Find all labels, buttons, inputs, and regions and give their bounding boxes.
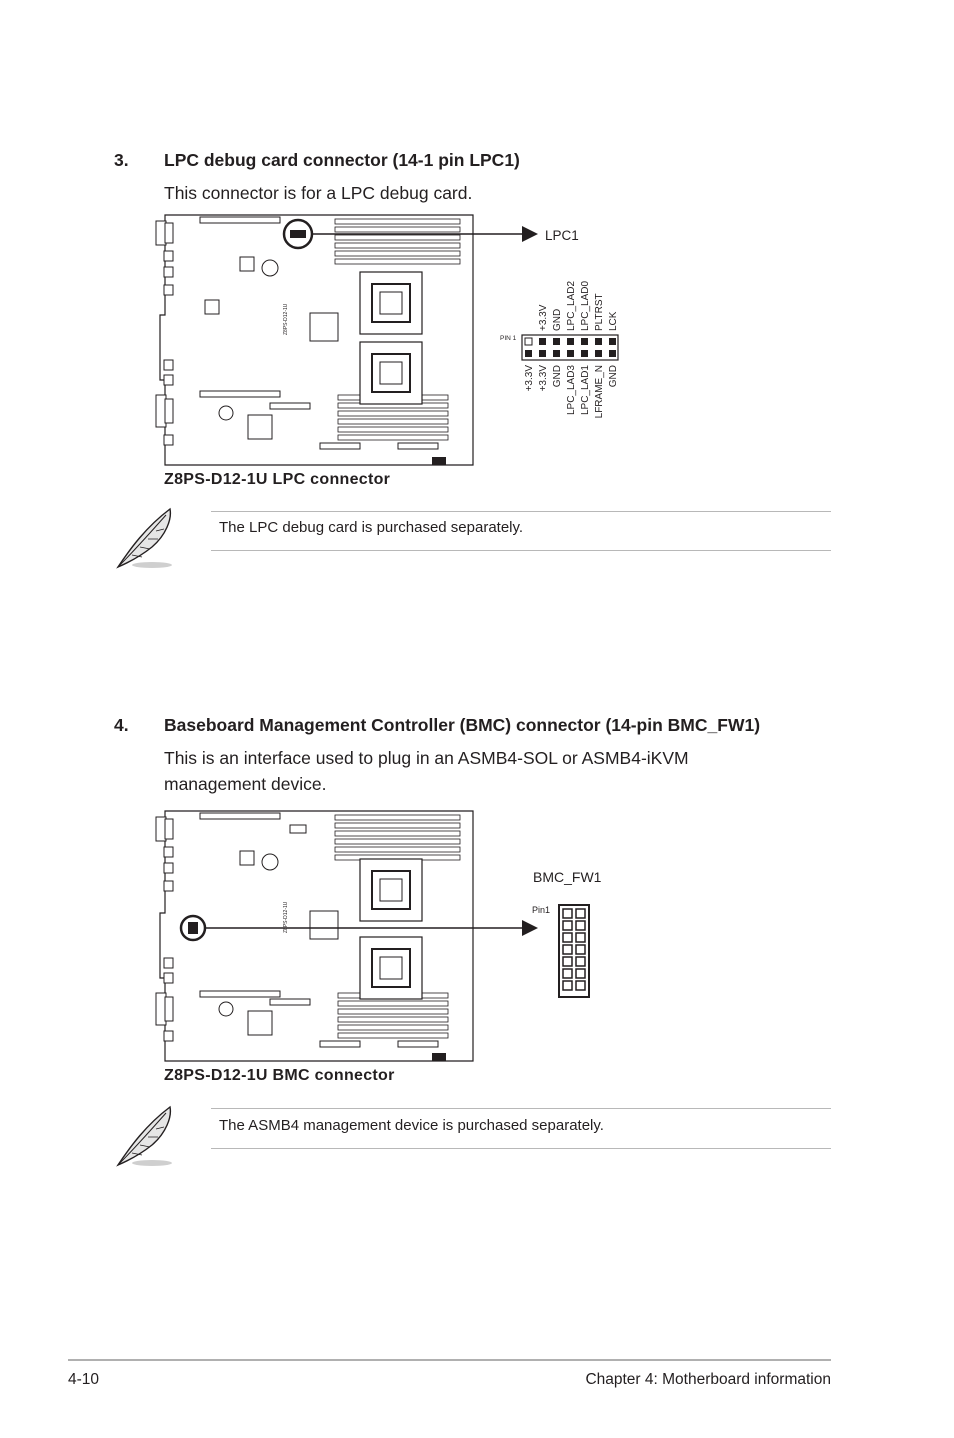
pin-label-top-3: LPC_LAD0 — [580, 281, 591, 331]
pin-label-bottom-5: LFRAME_N — [594, 365, 605, 418]
cpu-socket-2 — [359, 341, 423, 405]
section-4-description-line-2: management device. — [164, 774, 327, 794]
note-2-bottom-rule — [211, 1148, 831, 1149]
note-1-bottom-rule — [211, 550, 831, 551]
section-4-title: Baseboard Management Controller (BMC) co… — [164, 715, 761, 735]
pin-label-top-2: LPC_LAD2 — [566, 281, 577, 331]
section-3-title: LPC debug card connector (14-1 pin LPC1) — [164, 150, 520, 170]
footer-rule — [68, 1359, 831, 1361]
section-4-description-line-1: This is an interface used to plug in an … — [164, 748, 689, 768]
bmc-fw1-label: BMC_FW1 — [533, 869, 602, 885]
pin-label-top-5: LCK — [608, 311, 619, 331]
lpc1-pin-header — [521, 334, 619, 361]
section-3-description: This connector is for a LPC debug card. — [164, 183, 473, 203]
note-2-top-rule — [211, 1108, 831, 1109]
pin1-label: PIN 1 — [500, 335, 517, 342]
bmc-connector-diagram: Z8PS-D12-1U BMC_FW1 Pin1 — [155, 810, 602, 1062]
lpc1-label: LPC1 — [545, 228, 579, 243]
pin-label-bottom-2: GND — [552, 365, 563, 387]
cpu-socket-1 — [359, 858, 423, 922]
pin-label-bottom-6: GND — [608, 365, 619, 387]
bmc-pin1-label: Pin1 — [532, 905, 550, 915]
pin-label-bottom-3: LPC_LAD3 — [566, 365, 577, 415]
page-number: 4-10 — [68, 1371, 100, 1388]
lpc-diagram-caption: Z8PS-D12-1U LPC connector — [164, 471, 391, 488]
pin-label-bottom-0: +3.3V — [524, 365, 535, 392]
arrow-head-icon — [522, 920, 538, 936]
bmc-diagram-caption: Z8PS-D12-1U BMC connector — [164, 1067, 395, 1084]
note-1-top-rule — [211, 511, 831, 512]
cpu-socket-1 — [359, 271, 423, 335]
lpc-connector-diagram: Z8PS-D12-1U LPC1 PIN 1 +3.3V GND LPC_LAD… — [155, 214, 619, 466]
section-4-number: 4. — [114, 715, 129, 735]
pin-label-bottom-4: LPC_LAD1 — [580, 365, 591, 415]
pin-label-top-1: GND — [552, 309, 563, 331]
chapter-title: Chapter 4: Motherboard information — [585, 1371, 831, 1388]
pin-label-top-4: PLTRST — [594, 293, 605, 331]
board-mark: Z8PS-D12-1U — [283, 901, 289, 933]
bmc-fw1-pin-header — [558, 904, 590, 998]
feather-note-icon — [116, 507, 172, 569]
cpu-socket-2 — [359, 936, 423, 1000]
feather-note-icon — [116, 1105, 172, 1167]
bmc-note-text: The ASMB4 management device is purchased… — [219, 1117, 604, 1134]
pin-label-bottom-1: +3.3V — [538, 365, 549, 392]
board-mark: Z8PS-D12-1U — [283, 303, 289, 335]
pin-label-top-0: +3.3V — [538, 304, 549, 331]
lpc-note-text: The LPC debug card is purchased separate… — [219, 519, 524, 536]
arrow-head-icon — [522, 226, 538, 242]
section-3-number: 3. — [114, 150, 129, 170]
